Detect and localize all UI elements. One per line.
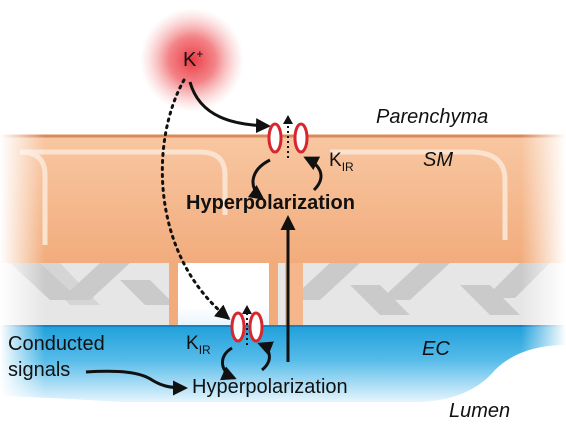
sm-kir-label: KIR [329, 150, 354, 174]
ec-cycle-right-arrow [257, 341, 274, 372]
smooth-muscle-layer [0, 134, 566, 263]
endothelium-layer [0, 325, 566, 402]
right-fade [521, 130, 566, 410]
sm-cycle-right-arrow [303, 156, 323, 192]
conducted-signals-label-line1: Conducted [8, 333, 105, 355]
sm-label: SM [423, 149, 453, 171]
sm-hyperpolarization-label: Hyperpolarization [186, 192, 355, 214]
diffusion-arrow [160, 78, 231, 320]
conducted-signals-label-line2: signals [8, 359, 70, 381]
parenchyma-label: Parenchyma [376, 106, 488, 128]
potassium-glow [140, 8, 244, 112]
ec-cycle-left-arrow [220, 346, 237, 381]
ec-hyperpolarization-label: Hyperpolarization [192, 376, 348, 398]
potassium-to-channel-arrow [188, 81, 271, 134]
conducted-signals-arrow [85, 369, 188, 396]
elastic-lamina [0, 263, 566, 333]
ec-kir-label: KIR [186, 333, 211, 357]
sm-cycle-left-arrow [247, 158, 271, 200]
left-fade [0, 130, 45, 410]
ec-label: EC [422, 338, 450, 360]
ec-kir-channel-icon [230, 305, 264, 345]
lumen-label: Lumen [449, 400, 510, 422]
sm-kir-channel-icon [267, 115, 309, 158]
potassium-label: K+ [183, 47, 203, 71]
